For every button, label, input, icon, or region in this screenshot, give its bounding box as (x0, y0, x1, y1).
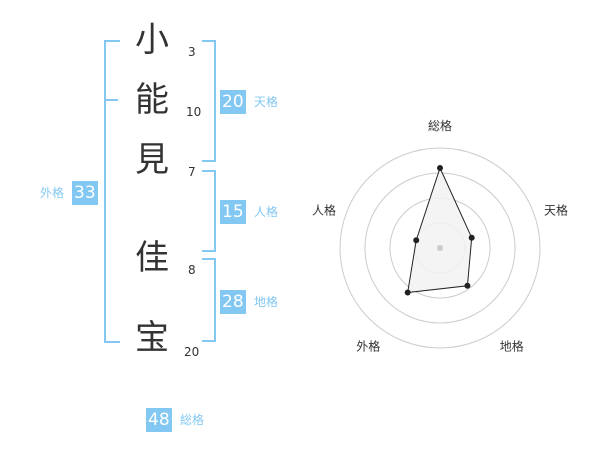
jinkaku-label: 人格 (254, 205, 279, 219)
radar-point (437, 165, 443, 171)
radar-point (413, 237, 420, 244)
tenkaku-label: 天格 (254, 95, 279, 109)
radar-axis-label: 地格 (500, 339, 524, 354)
radar-grid-ring (339, 147, 541, 349)
stroke-count-5: 20 (184, 345, 200, 359)
stroke-count-4: 8 (188, 263, 196, 277)
radar-axis-label: 外格 (356, 339, 380, 354)
gaikaku-label: 外格 (40, 186, 65, 200)
radar-series-polygon (407, 166, 473, 294)
gaikaku-bracket-tick (104, 99, 118, 101)
stroke-count-3: 7 (188, 165, 196, 179)
radar-point (468, 234, 475, 241)
gaikaku-bracket (104, 40, 120, 343)
soukaku-value: 48 (146, 408, 172, 432)
chikaku-bracket (202, 258, 216, 342)
tenkaku-bracket (202, 40, 216, 162)
radar-axis-label: 天格 (544, 202, 568, 217)
gaikaku-value: 33 (72, 181, 98, 205)
soukaku-label: 総格 (180, 413, 205, 427)
radar-point (404, 289, 411, 296)
tenkaku-value: 20 (220, 90, 246, 114)
radar-point (464, 282, 471, 289)
stroke-count-1: 3 (188, 45, 196, 59)
name-char-2: 能 (135, 80, 169, 120)
name-char-5: 宝 (135, 318, 169, 358)
name-char-1: 小 (135, 20, 169, 60)
name-char-4: 佳 (135, 238, 169, 278)
chikaku-label: 地格 (254, 295, 279, 309)
jinkaku-bracket (202, 170, 216, 252)
radar-axis-label: 総格 (428, 118, 452, 133)
radar-center-dot (437, 245, 443, 251)
chikaku-value: 28 (220, 290, 246, 314)
radar-axis-label: 人格 (312, 202, 336, 217)
stroke-count-2: 10 (186, 105, 202, 119)
name-char-3: 見 (135, 140, 169, 180)
jinkaku-value: 15 (220, 200, 246, 224)
